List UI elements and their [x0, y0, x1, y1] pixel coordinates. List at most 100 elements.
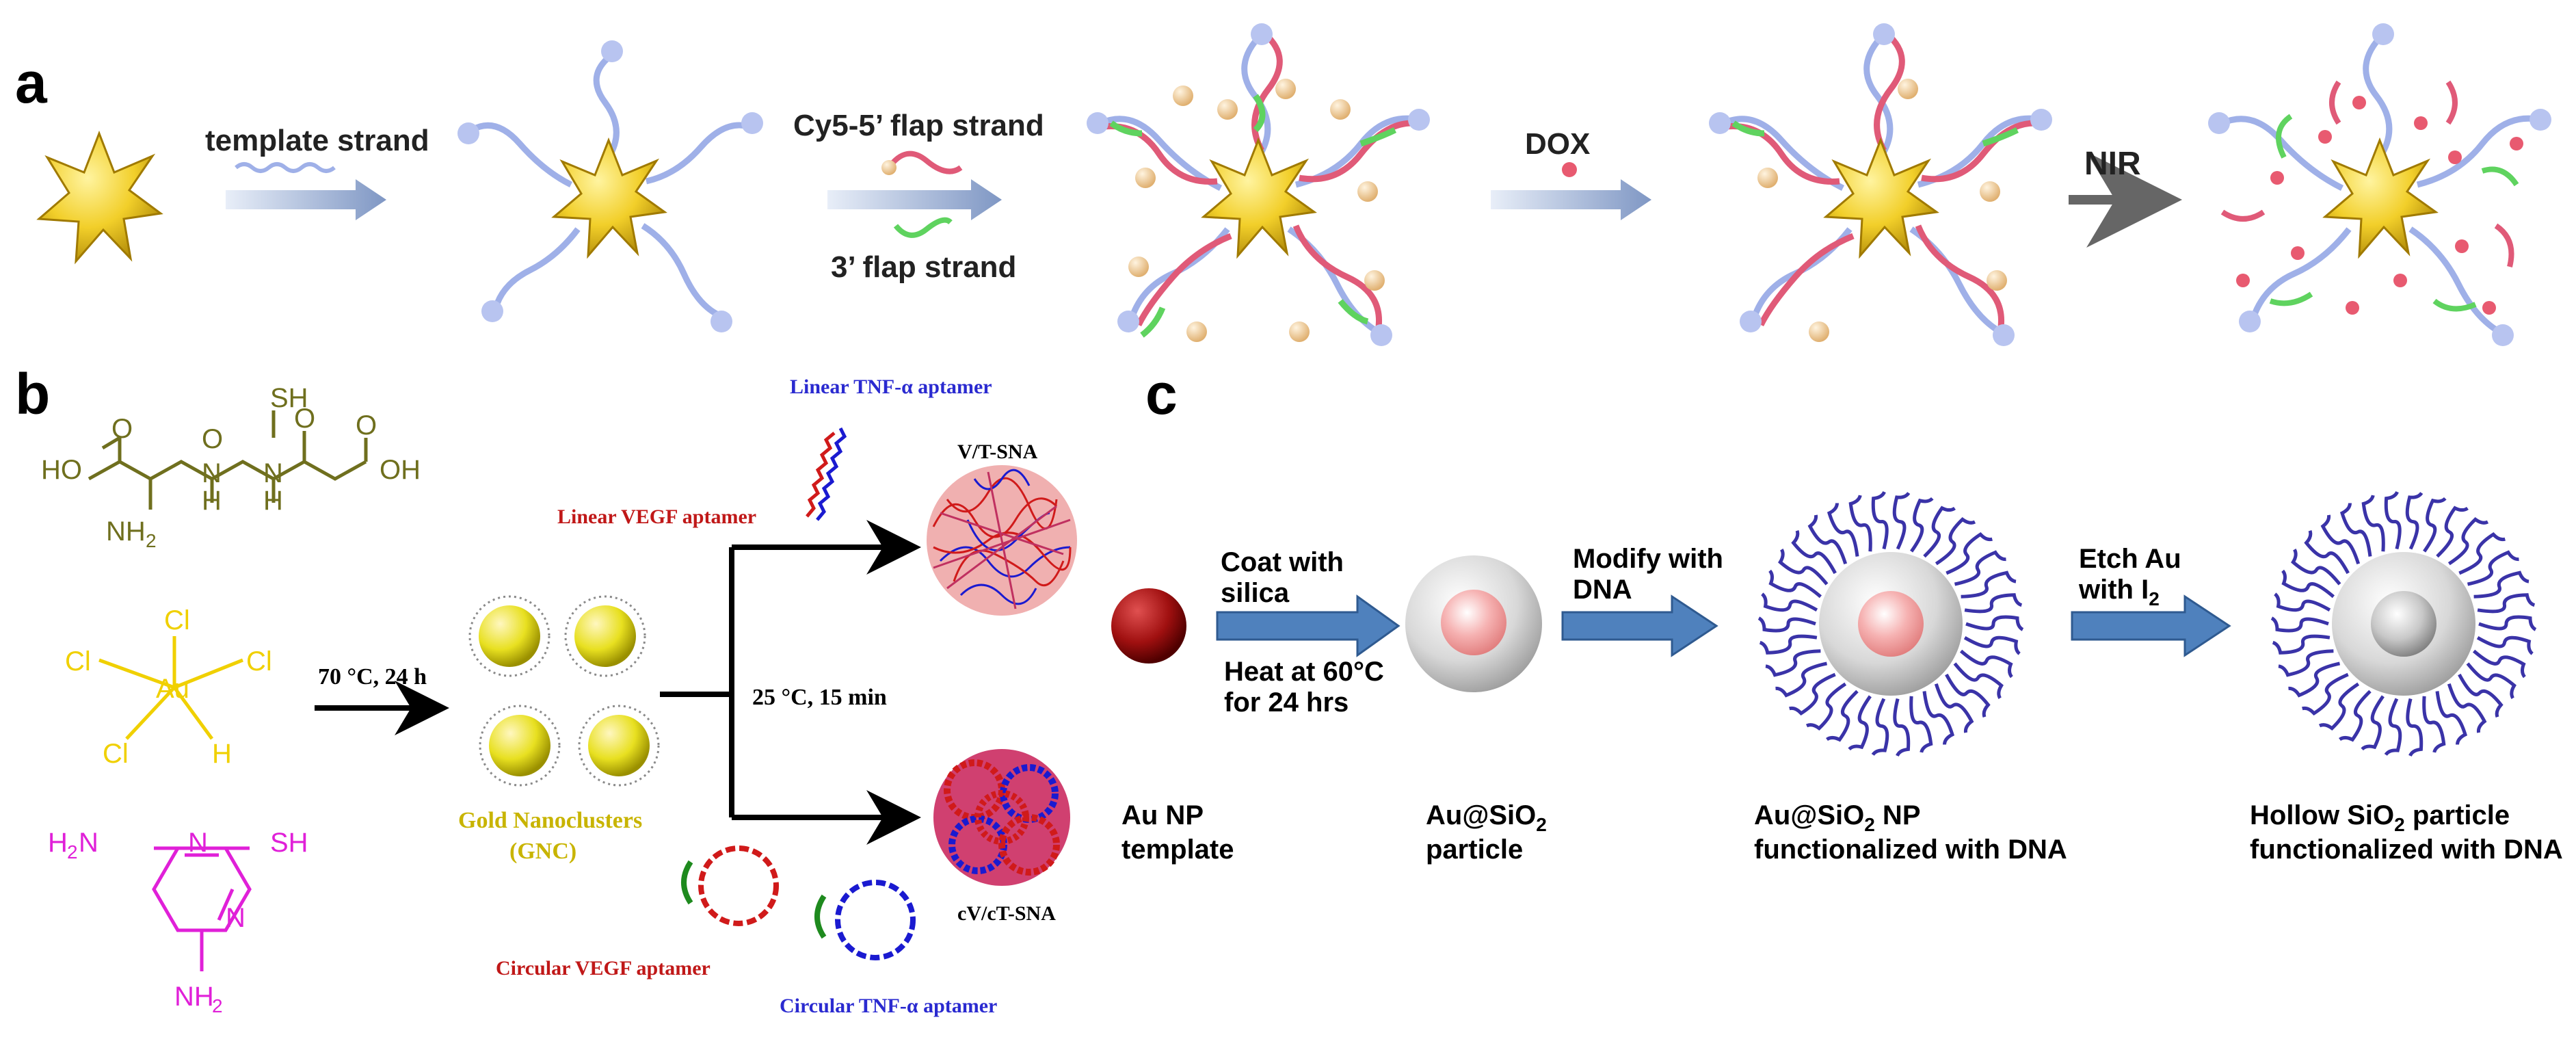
dye-beads — [1128, 79, 1385, 342]
template-strand-icon — [235, 162, 336, 173]
dna-strand — [1934, 683, 1974, 733]
label-etch1: Etch Au — [2079, 544, 2181, 574]
label-circular-vegf: Circular VEGF aptamer — [496, 957, 711, 980]
dna-strand — [2281, 569, 2335, 599]
gsh-o1: O — [111, 414, 133, 444]
linear-tnf-aptamer-icon — [816, 427, 847, 521]
dna-strand — [1768, 569, 1822, 599]
cap-sio2-main: Au@SiO — [1426, 800, 1536, 830]
cap-sio2-sub: 2 — [1536, 814, 1547, 835]
label-gnc-line2: (GNC) — [509, 839, 576, 864]
flap5-strand-icon — [886, 150, 963, 174]
label-linear-vegf: Linear VEGF aptamer — [557, 506, 756, 528]
dna-strand — [2384, 698, 2402, 756]
dna-strand — [2447, 517, 2489, 566]
dna-strand — [1946, 531, 1993, 575]
caption-au-np-1: Au NP — [1121, 800, 1204, 830]
gsh-nh2: NH — [106, 516, 146, 547]
dna-strand — [1871, 698, 1889, 756]
gsh-ho: HO — [41, 455, 82, 485]
pyr-sh: SH — [270, 828, 308, 858]
cap-func-sub: 2 — [1864, 814, 1875, 835]
au-sio2-particle — [1405, 555, 1542, 692]
pyr-n-top: N — [188, 828, 208, 858]
au-cl-right: Cl — [246, 646, 272, 677]
dna-strand — [1893, 698, 1911, 757]
linear-vegf-aptamer-icon — [806, 432, 836, 518]
hybrid-strands — [1100, 31, 1420, 338]
dna-strand — [1759, 634, 1818, 655]
strand-caps — [1087, 23, 1430, 346]
dna-strand — [1805, 682, 1847, 731]
dna-strand — [1871, 490, 1889, 550]
dna-strand — [1922, 691, 1955, 745]
panel-b-label: b — [15, 362, 50, 426]
dna-strand — [2302, 672, 2349, 716]
nanostar-icon — [2322, 137, 2439, 259]
dna-strand — [1961, 570, 2017, 599]
au-cl-bottom: Cl — [103, 739, 129, 769]
dna-strand — [2458, 673, 2504, 718]
strand-caps — [2208, 23, 2551, 346]
dna-strand — [1791, 529, 1837, 575]
label-linear-tnf: Linear TNF-α aptamer — [790, 376, 992, 398]
label-modify2: DNA — [1573, 575, 1632, 605]
dna-strand — [1963, 635, 2021, 655]
label-cy5-flap: Cy5-5’ flap strand — [793, 109, 1044, 142]
hollow-sio2-dna-particle — [2270, 490, 2537, 757]
gsh-o4: O — [356, 410, 377, 441]
label-circular-tnf: Circular TNF-α aptamer — [780, 995, 997, 1017]
dna-strand — [1954, 550, 2006, 586]
au-nanoparticle — [1111, 588, 1186, 664]
cap-func-tail: NP — [1875, 800, 1921, 830]
label-25c: 25 °C, 15 min — [752, 685, 887, 710]
gsh-sh: SH — [270, 383, 308, 413]
gnc-particle-icon — [588, 715, 650, 776]
dna-strand — [2304, 529, 2350, 575]
caption-func-1: Au@SiO2 NP — [1754, 800, 1921, 835]
dna-strand — [1848, 495, 1872, 552]
dna-strand — [1789, 672, 1836, 716]
label-coat2: silica — [1221, 578, 1290, 608]
au-cl-left: Cl — [65, 646, 91, 677]
glutathione-labels: SH HO O N H O N H O O OH NH 2 — [41, 383, 421, 551]
caption-hollow-2: functionalized with DNA — [2250, 835, 2563, 865]
dna-strand — [1935, 517, 1976, 566]
au-center: Au — [156, 674, 189, 704]
pyr-h2n-sub: 2 — [67, 841, 78, 863]
vt-sna-particle — [927, 465, 1077, 616]
dna-strand — [1765, 649, 1821, 677]
nanostar-icon — [1201, 137, 1317, 259]
gsh-o3: O — [294, 404, 315, 434]
dna-strand — [2422, 696, 2446, 753]
gnc-particle-icon — [479, 605, 540, 667]
caption-hollow-1: Hollow SiO2 particle — [2250, 800, 2510, 835]
dna-strand — [2320, 514, 2361, 564]
cap-func-main: Au@SiO — [1754, 800, 1864, 830]
gold-complex-structure — [98, 636, 243, 740]
dna-strand — [2477, 593, 2536, 614]
au-sio2-dna-particle — [1757, 490, 2024, 757]
panel-a-label: a — [15, 51, 48, 115]
branch-arrows — [660, 520, 921, 845]
dna-strand — [2423, 497, 2447, 553]
caption-func-2: functionalized with DNA — [1754, 835, 2067, 865]
dna-strand — [1757, 616, 1816, 633]
etch2-main: with I — [2078, 575, 2149, 605]
dna-strand — [2318, 682, 2360, 731]
gold-nanostar-bare — [36, 130, 163, 265]
dye-beads — [1757, 79, 2007, 342]
dna-strands — [2270, 490, 2537, 757]
dox-molecules — [2236, 96, 2523, 315]
template-strands — [470, 52, 750, 318]
cap-hollow-tail: particle — [2405, 800, 2510, 830]
dna-strand — [1848, 695, 1872, 751]
gsh-n2h: H — [263, 486, 283, 516]
au-h: H — [212, 739, 232, 769]
arrow-icon — [226, 179, 386, 220]
dna-strand — [1910, 497, 1934, 553]
gold-nanoclusters — [468, 595, 660, 787]
dna-strand — [2466, 662, 2517, 699]
dna-strand — [2478, 615, 2537, 631]
dna-strand — [2291, 549, 2341, 586]
